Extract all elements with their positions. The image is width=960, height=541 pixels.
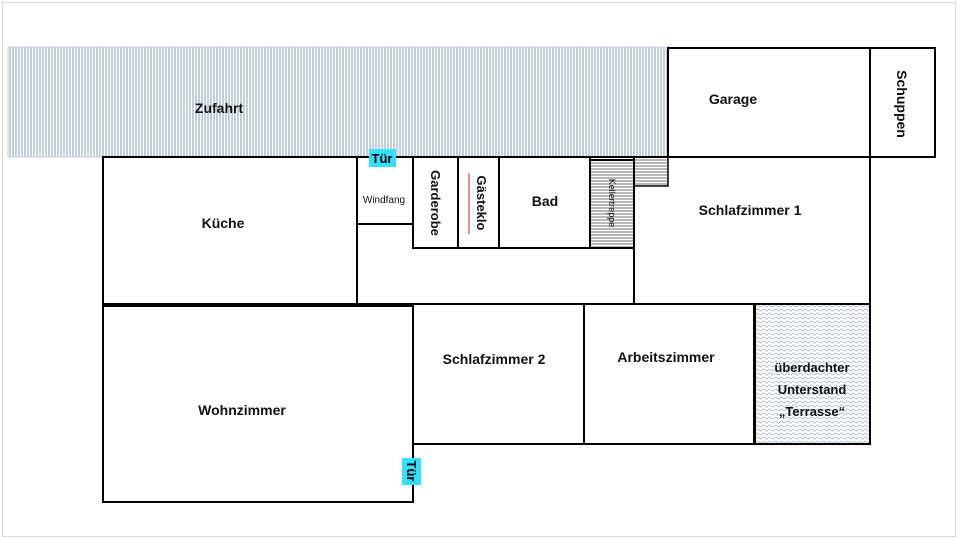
kellertreppe-stairs xyxy=(589,159,635,249)
schlafzimmer1-label: Schlafzimmer 1 xyxy=(699,202,802,218)
windfang-label: Windfang xyxy=(363,195,405,206)
bottom-door-highlight xyxy=(402,458,421,485)
schlafzimmer2-room xyxy=(412,303,585,445)
garderobe-room xyxy=(412,156,459,249)
kellertreppe-label: Kellertreppe xyxy=(607,179,617,228)
bad-label: Bad xyxy=(532,193,558,209)
schlafzimmer1-room xyxy=(633,156,871,305)
arbeitszimmer-label: Arbeitszimmer xyxy=(617,349,715,365)
kueche-label: Küche xyxy=(202,215,245,231)
top-door-highlight xyxy=(369,149,396,167)
gaesteklo-label: Gästeklo xyxy=(474,176,489,231)
garage-label: Garage xyxy=(709,91,757,107)
terrasse-area xyxy=(754,303,871,445)
zufahrt-label: Zufahrt xyxy=(195,100,244,116)
wohnzimmer-label: Wohnzimmer xyxy=(198,402,286,418)
garderobe-label: Garderobe xyxy=(428,170,443,236)
bottom-door-label: Tür xyxy=(404,461,419,482)
unterstand-label-line3: „Terrasse“ xyxy=(779,404,845,419)
arbeitszimmer-room xyxy=(583,303,755,445)
schuppen-label: Schuppen xyxy=(894,70,910,138)
schlafzimmer2-label: Schlafzimmer 2 xyxy=(443,351,546,367)
windfang-room xyxy=(356,156,414,225)
stair-landing xyxy=(633,156,669,187)
unterstand-label-line1: überdachter xyxy=(774,360,849,375)
gaesteklo-room xyxy=(457,156,500,249)
kueche-room xyxy=(102,156,358,305)
garage-room xyxy=(667,47,871,158)
schuppen-room xyxy=(869,47,936,158)
wohnzimmer-room xyxy=(102,305,414,503)
top-door-label: Tür xyxy=(372,151,393,166)
zufahrt-area xyxy=(7,46,671,158)
unterstand-label-line2: Unterstand xyxy=(778,382,847,397)
